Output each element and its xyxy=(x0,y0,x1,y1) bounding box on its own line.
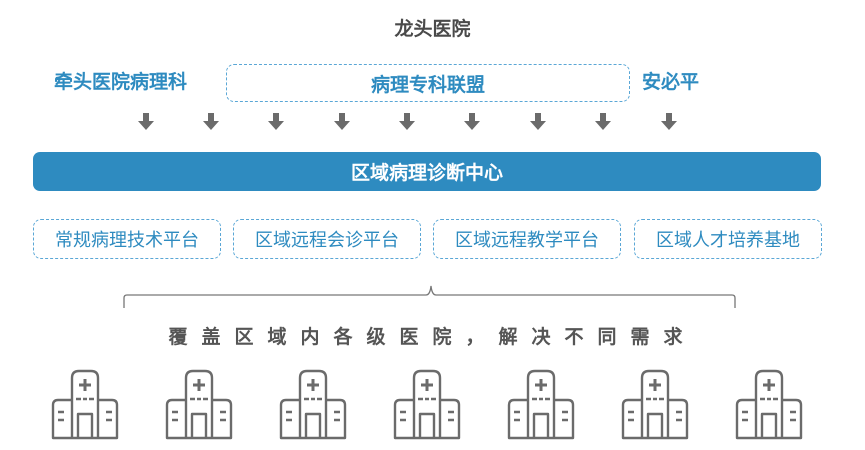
leading-hospital-title: 龙头医院 xyxy=(394,18,471,40)
brace-icon xyxy=(123,285,736,308)
hospital-icon xyxy=(621,369,689,440)
arrow-down-icon xyxy=(661,113,677,130)
hospital-icon xyxy=(279,369,347,440)
regional-center-label: 区域病理诊断中心 xyxy=(350,162,503,184)
arrow-down-icon xyxy=(595,113,611,130)
arrow-down-icon xyxy=(530,113,546,130)
platform-label: 区域远程会诊平台 xyxy=(255,230,399,251)
platform-routine: 常规病理技术平台 xyxy=(33,219,221,259)
regional-center-bar: 区域病理诊断中心 xyxy=(33,152,821,191)
hospital-icon xyxy=(165,369,233,440)
hospital-icon xyxy=(507,369,575,440)
hospital-icon xyxy=(393,369,461,440)
coverage-text: 覆盖区域内各级医院，解决不同需求 xyxy=(168,326,697,348)
lead-pathology-dept-label: 牵头医院病理科 xyxy=(54,71,188,93)
arrow-down-icon xyxy=(268,113,284,130)
arrow-row xyxy=(0,112,865,132)
pathology-alliance-label: 病理专科联盟 xyxy=(370,73,485,96)
platform-label: 区域远程教学平台 xyxy=(455,230,599,251)
arrow-down-icon xyxy=(138,113,154,130)
arrow-down-icon xyxy=(334,113,350,130)
platform-label: 区域人才培养基地 xyxy=(656,230,800,251)
arrow-down-icon xyxy=(464,113,480,130)
arrow-down-icon xyxy=(399,113,415,130)
platform-talent: 区域人才培养基地 xyxy=(634,219,822,259)
hospital-icon xyxy=(735,369,803,440)
platform-label: 常规病理技术平台 xyxy=(55,230,199,251)
arrow-down-icon xyxy=(203,113,219,130)
hospital-icon xyxy=(51,369,119,440)
platform-consultation: 区域远程会诊平台 xyxy=(233,219,421,259)
pathology-alliance-box: 病理专科联盟 xyxy=(226,64,630,102)
platform-teaching: 区域远程教学平台 xyxy=(433,219,621,259)
anbiping-label: 安必平 xyxy=(642,71,700,93)
